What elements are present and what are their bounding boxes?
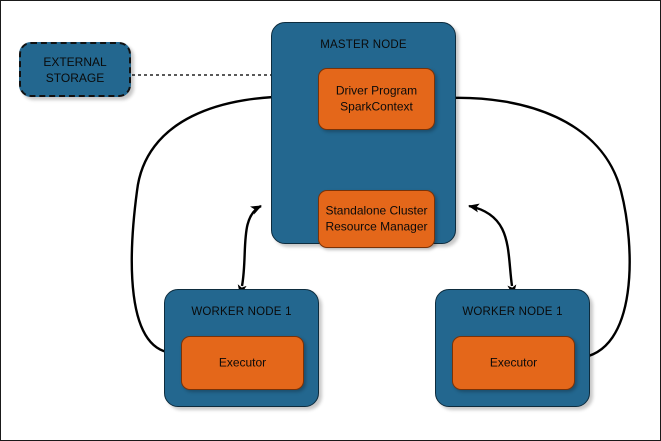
driver-program-label: Driver Program SparkContext bbox=[335, 83, 418, 114]
worker-node-1-title: WORKER NODE 1 bbox=[191, 306, 292, 318]
worker-node-1-executor-box[interactable]: Executor bbox=[181, 336, 304, 390]
driver-program-box[interactable]: Driver Program SparkContext bbox=[318, 68, 435, 130]
connector-resource-manager-to-worker-2 bbox=[468, 203, 517, 296]
worker-node-1[interactable]: WORKER NODE 1 Executor bbox=[164, 289, 319, 407]
resource-manager-label: Standalone Cluster Resource Manager bbox=[325, 203, 428, 234]
worker-node-2-title: WORKER NODE 1 bbox=[462, 306, 563, 318]
connector-resource-manager-to-worker-1 bbox=[237, 204, 262, 296]
worker-node-1-executor-label: Executor bbox=[218, 355, 267, 370]
worker-node-2[interactable]: WORKER NODE 1 Executor bbox=[435, 289, 590, 407]
external-storage-node[interactable]: EXTERNAL STORAGE bbox=[19, 42, 131, 97]
master-node[interactable]: MASTER NODE Driver Program SparkContext … bbox=[271, 22, 456, 248]
worker-node-2-executor-box[interactable]: Executor bbox=[452, 336, 575, 390]
master-node-title: MASTER NODE bbox=[320, 39, 407, 51]
resource-manager-box[interactable]: Standalone Cluster Resource Manager bbox=[318, 190, 435, 248]
worker-node-2-executor-label: Executor bbox=[489, 355, 538, 370]
external-storage-label: EXTERNAL STORAGE bbox=[43, 54, 107, 85]
